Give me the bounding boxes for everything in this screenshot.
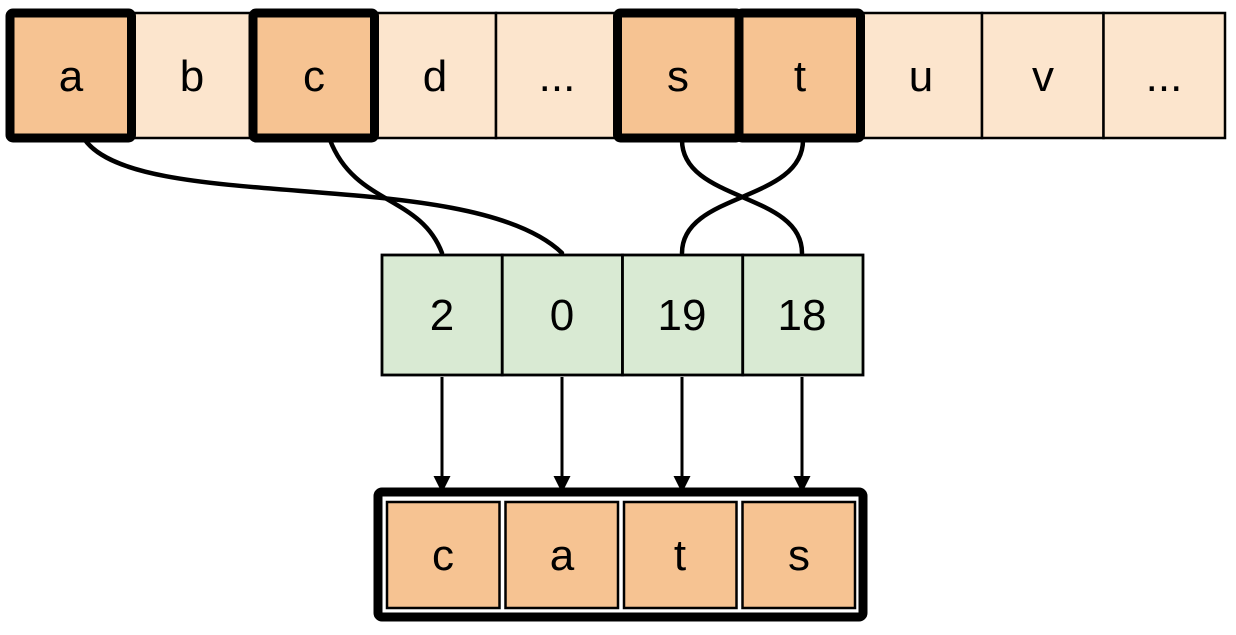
alphabet-label-u: u [909,52,933,101]
alphabet-cell-v [980,11,1105,140]
alphabet-cell-a-highlighted [5,8,136,143]
alphabet-label-c: c [303,52,325,101]
alphabet-label-ellipsis-1: ... [539,52,576,101]
mapping-curve-t-to-19 [679,137,806,256]
output-cell-t [622,500,738,610]
down-arrow-18-to-s [793,377,811,493]
output-cell-s [741,500,857,610]
alphabet-label-d: d [423,52,447,101]
alphabet-row: a b c d ... s t u v ... [5,8,1227,143]
output-label-a: a [550,531,575,580]
down-arrows [433,377,811,493]
output-label-t: t [674,531,686,580]
index-label-2: 2 [430,291,454,340]
alphabet-cell-ellipsis-2 [1102,11,1227,140]
down-arrow-2-to-c [433,377,451,493]
arrowhead-icon [433,476,451,493]
alphabet-cell-d [373,11,498,140]
alphabet-cell-t-highlighted [734,8,865,143]
output-cell-a [504,500,620,610]
index-label-0: 0 [550,291,574,340]
alphabet-label-ellipsis-2: ... [1146,52,1183,101]
arrowhead-icon [793,476,811,493]
alphabet-cell-c-highlighted [248,8,379,143]
alphabet-label-a: a [59,52,84,101]
mapping-curve-a-to-0 [82,137,565,256]
down-arrow-19-to-t [673,377,691,493]
alphabet-label-b: b [180,52,204,101]
alphabet-label-s: s [667,52,689,101]
index-label-18: 18 [778,291,827,340]
index-cell-0 [500,253,624,377]
alphabet-cell-b [130,11,255,140]
index-cell-2 [380,253,504,377]
index-label-19: 19 [658,291,707,340]
output-word-row: c a t s [373,487,868,622]
mapping-curve-c-to-2 [327,137,445,256]
arrowhead-icon [673,476,691,493]
index-cell-18 [741,253,865,377]
alphabet-label-t: t [794,52,806,101]
arrowhead-icon [553,476,571,493]
output-cell-c [385,500,501,610]
alphabet-label-v: v [1032,52,1054,101]
output-label-s: s [788,531,810,580]
alphabet-cell-ellipsis-1 [494,11,619,140]
mapping-curves [82,137,806,256]
output-label-c: c [432,531,454,580]
index-row: 2 0 19 18 [380,253,865,377]
down-arrow-0-to-a [553,377,571,493]
